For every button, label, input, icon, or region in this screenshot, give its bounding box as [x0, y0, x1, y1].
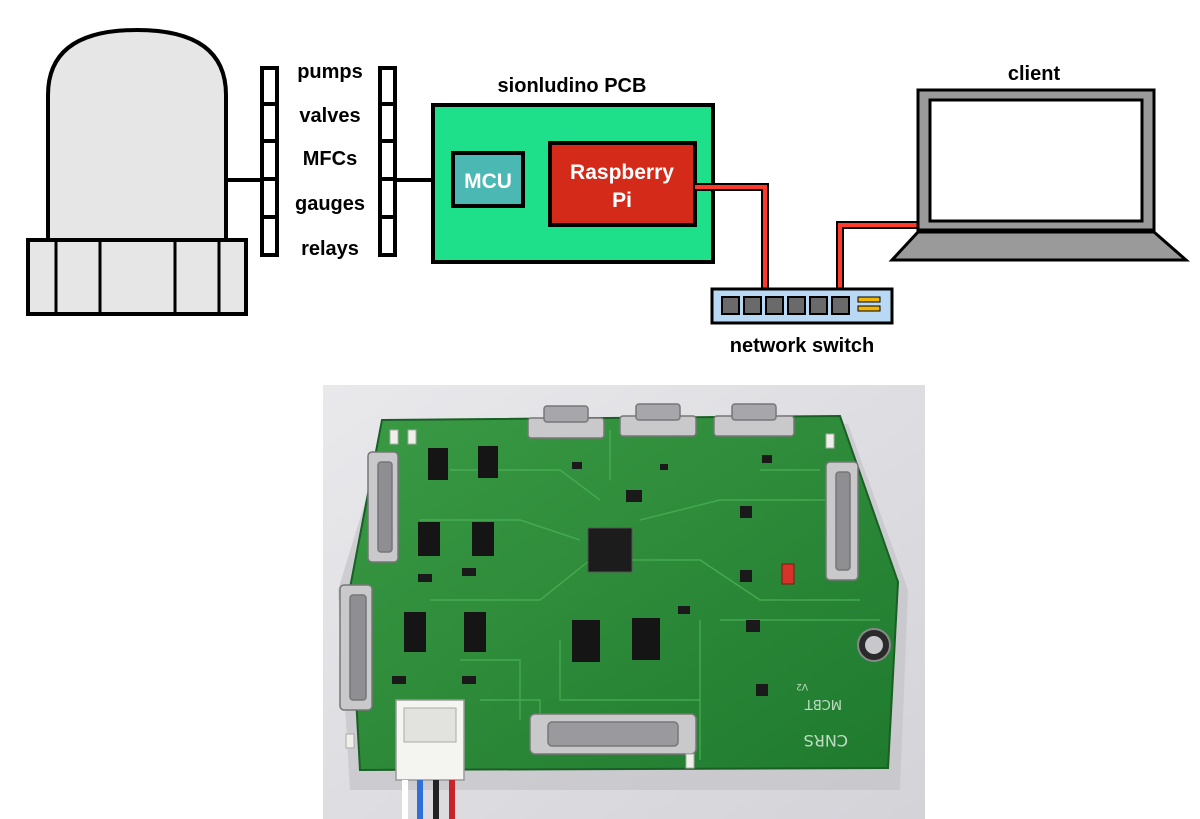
- board-marking-mcbt: MCBT: [805, 696, 842, 711]
- laptop-icon: [888, 88, 1190, 262]
- mcu-block: [451, 151, 525, 208]
- network-switch-label: network switch: [730, 335, 874, 357]
- signal-label-relays: relays: [301, 238, 359, 260]
- pcb-photo: CNRS MCBT V2: [323, 385, 925, 819]
- vacuum-chamber-icon: [26, 27, 248, 316]
- signal-label-mfcs: MFCs: [303, 148, 357, 170]
- board-marking-v2: V2: [796, 681, 808, 691]
- signal-label-gauges: gauges: [295, 193, 365, 215]
- signal-label-valves: valves: [299, 105, 360, 127]
- pcb-title: sionludino PCB: [498, 75, 647, 97]
- signal-label-pumps: pumps: [297, 61, 363, 83]
- connector-strip-icon: [260, 66, 279, 257]
- raspberry-pi-block: [548, 141, 697, 227]
- network-switch-icon: [710, 287, 894, 325]
- client-label: client: [1008, 63, 1061, 85]
- raspberry-pi-label-2: Pi: [612, 189, 632, 212]
- raspberry-pi-label-1: Raspberry: [570, 161, 674, 184]
- mcu-label: MCU: [464, 170, 512, 193]
- connector-strip-icon: [378, 66, 397, 257]
- board-marking-cnrs: CNRS: [804, 731, 848, 750]
